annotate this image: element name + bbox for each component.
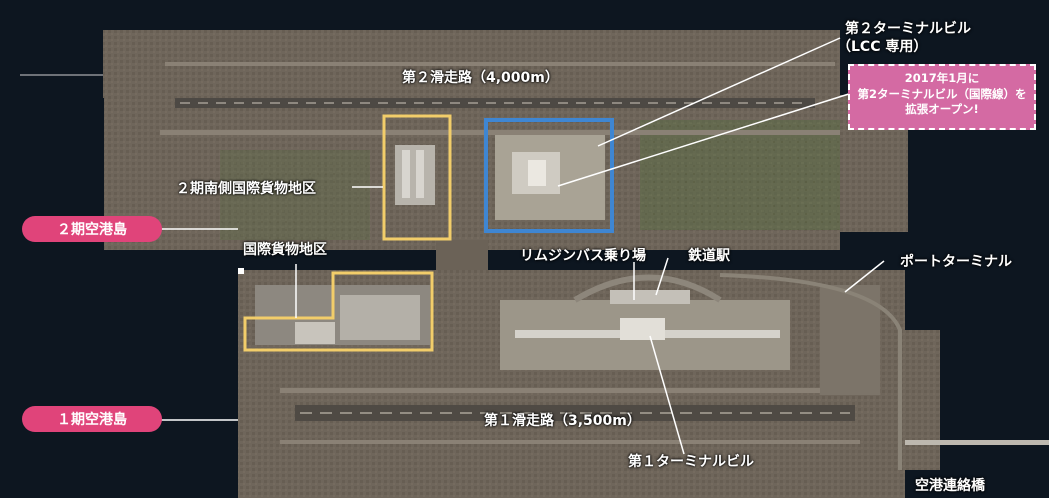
callout-line-3: 拡張オープン!: [905, 102, 979, 117]
leader-line: [655, 257, 669, 296]
leader-line: [557, 91, 856, 187]
runway2-label: 第２滑走路（4,000m）: [402, 70, 559, 86]
cargo-buildings: [395, 145, 435, 205]
railway-station-label: 鉄道駅: [688, 248, 730, 264]
phase1-island-pill: １期空港島: [22, 406, 162, 432]
terminal2-highlight: [484, 118, 614, 233]
station-area: [610, 290, 690, 304]
callout-line-2: 第2ターミナルビル（国際線）を: [857, 86, 1027, 101]
port-area: [820, 285, 880, 395]
expansion-callout: 2017年1月に 第2ターミナルビル（国際線）を 拡張オープン!: [848, 64, 1036, 130]
leader-line: [597, 37, 841, 147]
intl-cargo-label: 国際貨物地区: [243, 242, 327, 258]
taxiway: [280, 388, 860, 393]
terminal2-sub-label: （LCC 専用）: [837, 39, 928, 55]
south-cargo-label: ２期南側国際貨物地区: [176, 181, 316, 197]
phase2-island-pill: ２期空港島: [22, 216, 162, 242]
port-terminal-label: ポートターミナル: [900, 254, 1012, 270]
south-cargo-highlight: [382, 114, 452, 241]
terminal2-name-label: 第２ターミナルビル: [845, 21, 971, 37]
connecting-bridge: [905, 440, 1049, 445]
grass-area: [220, 150, 370, 240]
runway1-label: 第１滑走路（3,500m）: [484, 413, 641, 429]
limousine-bus-label: リムジンバス乗り場: [520, 248, 646, 264]
leader-line: [844, 260, 885, 293]
terminal1-label: 第１ターミナルビル: [628, 454, 754, 470]
taxiway: [280, 440, 860, 444]
leader-line: [649, 335, 685, 455]
taxiway: [165, 62, 835, 66]
connecting-bridge-label: 空港連絡橋: [915, 478, 985, 494]
runway-1: [295, 405, 855, 421]
intl-cargo-highlight: [243, 271, 434, 352]
grass-area: [640, 120, 840, 230]
taxiway: [160, 130, 840, 135]
callout-line-1: 2017年1月に: [904, 71, 980, 85]
